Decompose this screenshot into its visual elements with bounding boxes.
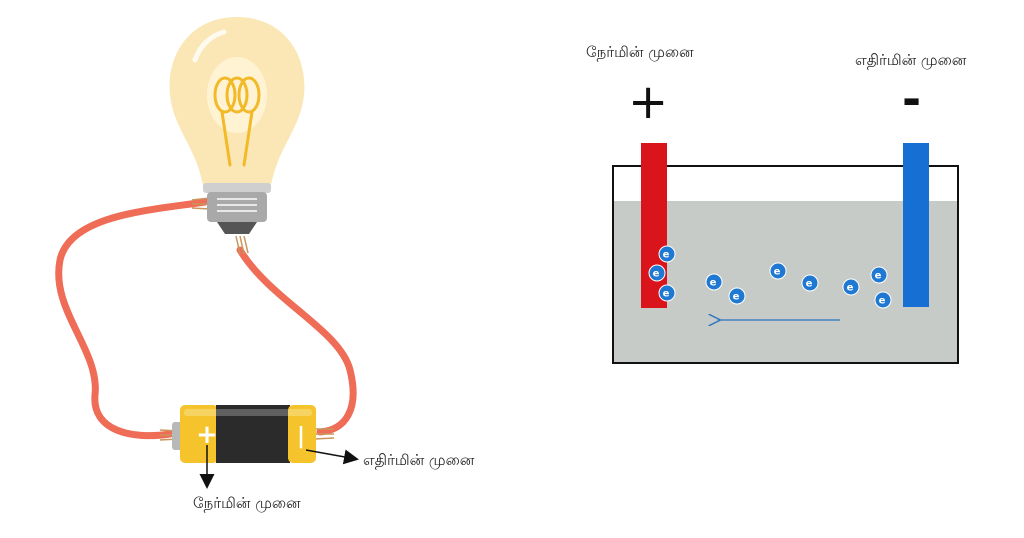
negative-electrode (903, 143, 929, 307)
bulb-contact (217, 222, 257, 234)
right-negative-terminal-label: எதிர்மின் முனை (855, 51, 967, 69)
battery-plus-symbol: + (196, 420, 218, 450)
left-positive-terminal-label: நேர்மின் முனை (193, 494, 301, 512)
electron (658, 245, 676, 263)
battery-body (216, 405, 290, 463)
electron-label: e (847, 283, 854, 294)
electron-label: e (733, 292, 740, 303)
electron (874, 291, 892, 309)
wire-left (55, 198, 209, 440)
electron-label: e (710, 278, 717, 289)
electron-label: e (875, 271, 882, 282)
electron (801, 274, 819, 292)
plus-sign: + (628, 74, 669, 130)
electron (769, 262, 787, 280)
minus-sign: - (902, 72, 922, 126)
bulb-base-threads (217, 198, 257, 212)
bulb-base (207, 192, 267, 222)
positive-electrode (641, 143, 667, 308)
filament (213, 76, 261, 167)
electron-label: e (663, 289, 670, 300)
electron-label: e (774, 267, 781, 278)
light-bulb (169, 17, 305, 234)
copper-end-right-top (235, 235, 249, 255)
wire-right (236, 246, 357, 436)
left-negative-terminal-label: எதிர்மின் முனை (363, 451, 475, 469)
electron (658, 284, 676, 302)
battery-minus-symbol: | (297, 424, 305, 449)
electron-label: e (663, 250, 670, 261)
electron (842, 278, 860, 296)
battery-shine (184, 409, 312, 416)
container (612, 165, 959, 364)
right-positive-terminal-label: நேர்மின் முனை (586, 43, 694, 61)
electron-label: e (879, 296, 886, 307)
electron-label: e (653, 269, 660, 280)
circuit-group: + | (55, 17, 359, 489)
electron (728, 287, 746, 305)
electron-label: e (806, 279, 813, 290)
arrow-to-negative-label (305, 449, 359, 465)
bulb-highlight (192, 29, 227, 63)
battery-yellow-left (180, 405, 218, 463)
battery-cap-left (172, 422, 182, 450)
bulb-neck (203, 183, 271, 193)
battery-yellow-right (288, 405, 316, 463)
battery: + | (172, 405, 316, 463)
electrolyte (613, 201, 958, 363)
electron (870, 266, 888, 284)
electron (705, 273, 723, 291)
copper-end-right-battery (313, 428, 335, 440)
electron (648, 264, 666, 282)
